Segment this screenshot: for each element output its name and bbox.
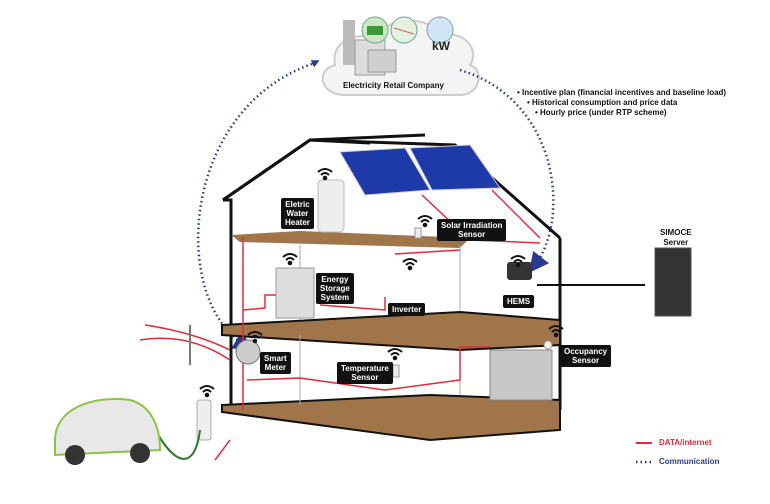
wifi-icon [387, 348, 403, 361]
communication-line-meter [197, 62, 313, 351]
cloud-title: Electricity Retail Company [343, 81, 444, 90]
info-item: • Hourly price (under RTP scheme) [535, 108, 667, 117]
wifi-icon [317, 168, 333, 181]
label-inverter: Inverter [388, 303, 426, 316]
server-icon [654, 247, 692, 317]
info-item: • Incentive plan (financial incentives a… [517, 88, 727, 97]
wifi-icons [199, 168, 564, 398]
water-heater-icon [317, 179, 345, 233]
appliances-icon [489, 349, 553, 401]
communication-line-hems [459, 68, 555, 273]
ground-floor [221, 393, 561, 442]
second-floor [221, 310, 561, 352]
info-item: • Historical consumption and price data [527, 98, 678, 107]
hems-tablet-icon [507, 262, 532, 280]
electric-car-icon [54, 398, 162, 465]
power-line-icon [390, 16, 418, 44]
label-server: SIMOCE Server [660, 228, 692, 247]
label-water-heater: Eletric Water Heater [281, 198, 314, 229]
label-smart-meter: Smart Meter [260, 352, 291, 374]
wifi-icon [402, 258, 418, 271]
label-energy-storage: Energy Storage System [316, 273, 354, 304]
label-temperature-sensor: Temperature Sensor [337, 362, 393, 384]
wifi-icon [199, 385, 215, 398]
occupancy-sensor-icon [543, 340, 553, 350]
label-solar-sensor: Solar Irradiation Sensor [437, 219, 507, 241]
kw-icon [426, 16, 454, 44]
cloud [321, 16, 480, 96]
smart-meter-icon [235, 339, 261, 365]
wifi-icon [548, 325, 564, 338]
legend-data: DATA/internet [659, 438, 712, 447]
kw-label: kW [432, 39, 450, 53]
label-occupancy-sensor: Occupancy Sensor [560, 345, 612, 367]
temperature-sensor-icon [392, 364, 400, 378]
wifi-icon [282, 253, 298, 266]
wifi-icon [510, 255, 526, 268]
solar-panels [339, 144, 501, 196]
building-icon [343, 20, 355, 65]
irradiation-sensor-icon [414, 227, 422, 239]
wifi-icon [417, 215, 433, 228]
battery-icon [275, 267, 315, 319]
attic-floor [231, 231, 470, 248]
legend-communication: Communication [659, 457, 720, 466]
ev-charger-icon [196, 399, 212, 441]
label-hems: HEMS [503, 295, 535, 308]
data-lines [139, 189, 541, 461]
wifi-icon [247, 331, 263, 344]
